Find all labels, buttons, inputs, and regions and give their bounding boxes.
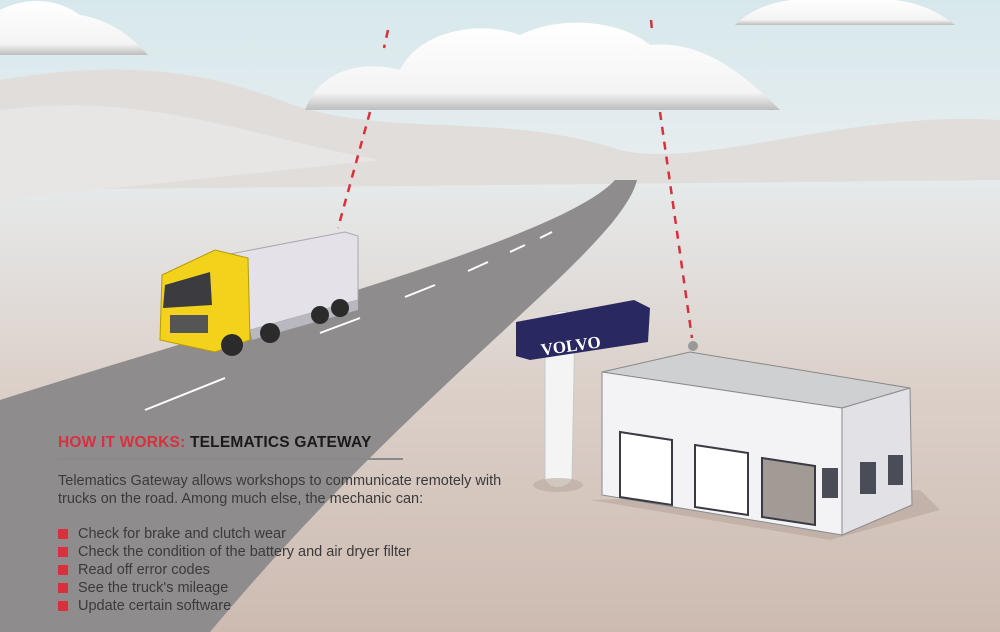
list-item: Check for brake and clutch wear xyxy=(58,525,518,543)
list-item: Read off error codes xyxy=(58,561,518,579)
capability-list: Check for brake and clutch wear Check th… xyxy=(58,525,518,615)
list-item: See the truck's mileage xyxy=(58,579,518,597)
list-item-text: See the truck's mileage xyxy=(78,580,229,596)
heading-title: TELEMATICS GATEWAY xyxy=(189,434,372,451)
volvo-sign: VOLVO xyxy=(516,300,650,492)
cloud xyxy=(735,0,955,25)
bullet-icon xyxy=(58,565,68,575)
list-item-text: Check for brake and clutch wear xyxy=(78,526,286,542)
hill-front xyxy=(0,105,380,200)
truck xyxy=(159,231,359,356)
list-item-text: Read off error codes xyxy=(78,562,210,578)
list-item: Update certain software xyxy=(58,597,518,615)
bullet-icon xyxy=(58,583,68,593)
info-panel: HOW IT WORKS: TELEMATICS GATEWAY Telemat… xyxy=(58,434,518,615)
workshop-building xyxy=(590,341,940,540)
bullet-icon xyxy=(58,601,68,611)
bullet-icon xyxy=(58,547,68,557)
list-item-text: Check the condition of the battery and a… xyxy=(78,544,411,560)
cloud xyxy=(0,0,148,55)
road xyxy=(0,180,637,632)
road-markings xyxy=(144,231,553,411)
intro-text: Telematics Gateway allows workshops to c… xyxy=(58,473,502,507)
list-item: Check the condition of the battery and a… xyxy=(58,543,518,561)
list-item-text: Update certain software xyxy=(78,598,232,614)
cloud xyxy=(305,22,780,110)
heading-prefix: HOW IT WORKS: xyxy=(58,434,186,451)
info-heading: HOW IT WORKS: TELEMATICS GATEWAY xyxy=(58,434,403,460)
signal-lines xyxy=(336,19,694,339)
bullet-icon xyxy=(58,529,68,539)
